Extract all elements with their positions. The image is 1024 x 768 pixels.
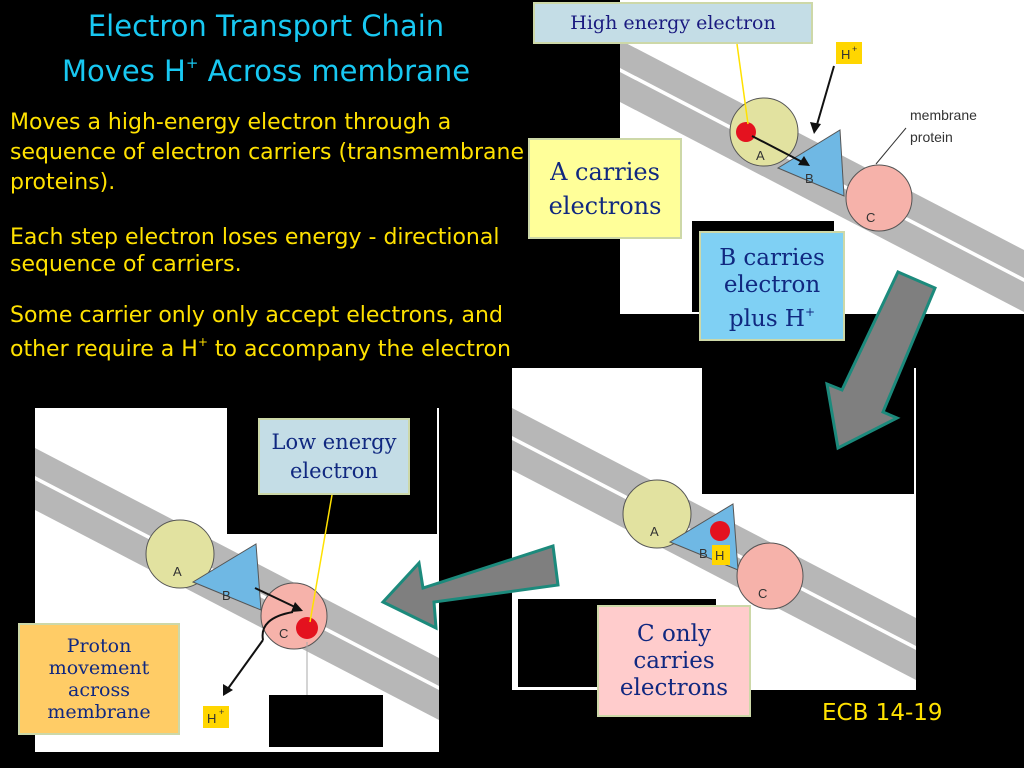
title-line-1: Electron Transport Chain	[87, 9, 445, 43]
callout-low-energy-electron: Low energy electron	[258, 418, 410, 495]
carrier-a-circle-3	[145, 519, 215, 589]
proton-box-1	[836, 42, 862, 64]
proton-label-3: H	[207, 711, 216, 726]
proton-arrow-head	[810, 122, 821, 134]
carrier-a-label-2: A	[650, 524, 659, 539]
carrier-a-circle-2	[622, 479, 692, 549]
paragraph-3: Some carrier only only accept electrons,…	[10, 303, 511, 362]
membrane-protein-label-2: protein	[910, 129, 953, 145]
carrier-a-label-3: A	[173, 564, 182, 579]
proton-on-b-label: H	[715, 548, 724, 563]
carrier-b-label-2: B	[699, 546, 708, 561]
proton-curve-3	[261, 611, 294, 641]
carrier-b-triangle-3	[191, 543, 262, 611]
proton-label-1: H	[841, 47, 850, 62]
carrier-b-label: B	[805, 171, 814, 186]
carrier-c-circle-2	[736, 542, 804, 610]
electron-arrow-line	[751, 135, 807, 165]
callout-proton-movement: Proton movement across membrane	[18, 623, 180, 735]
diagram-1-svg: A B C H + membrane protein	[620, 40, 1024, 312]
paragraph-2: Each step electron loses energy - direct…	[10, 225, 500, 277]
carrier-c-label: C	[866, 210, 875, 225]
callout-c-only: C only carries electrons	[597, 605, 751, 717]
black-overlay-5	[269, 695, 383, 747]
electron-dot-2	[710, 521, 730, 541]
slide-title: Electron Transport Chain Moves H+ Across…	[0, 8, 532, 90]
callout-b-carries: B carries electron plus H+	[699, 231, 845, 341]
membrane-protein-label-1: membrane	[910, 107, 977, 123]
proton-sup-1: +	[852, 44, 857, 54]
diagram-panel-1: A B C H + membrane protein	[620, 0, 1024, 312]
electron-arrow-head	[798, 156, 810, 166]
proton-box-3	[203, 706, 229, 728]
carrier-a-label: A	[756, 148, 765, 163]
diagram-3-svg: A B C H +	[35, 448, 439, 728]
paragraph-1: Moves a high-energy electron through a s…	[10, 110, 525, 195]
carrier-c-label-2: C	[758, 586, 767, 601]
carrier-c-circle	[845, 164, 913, 232]
carrier-c-label-3: C	[279, 626, 288, 641]
electron-arrow-line-3	[254, 587, 298, 609]
diagram-2-svg: A B H C	[512, 408, 916, 680]
proton-box-2	[712, 545, 730, 565]
black-overlay-2	[702, 368, 914, 494]
carrier-b-label-3: B	[222, 588, 231, 603]
electron-dot	[736, 122, 756, 142]
callout-high-energy-electron: High energy electron	[533, 2, 813, 44]
membrane-band-inner	[620, 72, 1024, 312]
reference-label: ECB 14-19	[822, 700, 943, 726]
proton-sup-3: +	[219, 707, 224, 717]
electron-arrow-head-3	[291, 602, 303, 612]
electron-dot-3	[296, 617, 318, 639]
proton-arrow-line	[815, 65, 835, 129]
callout-a-carries: A carries electrons	[528, 138, 682, 239]
title-line-2: Moves H+ Across membrane	[61, 54, 471, 88]
membrane-protein-pointer	[875, 127, 907, 165]
proton-arrow-head-3	[223, 684, 233, 696]
proton-arrow-line-3	[226, 639, 264, 691]
carrier-c-circle-3	[260, 582, 328, 650]
carrier-b-triangle	[776, 129, 845, 197]
